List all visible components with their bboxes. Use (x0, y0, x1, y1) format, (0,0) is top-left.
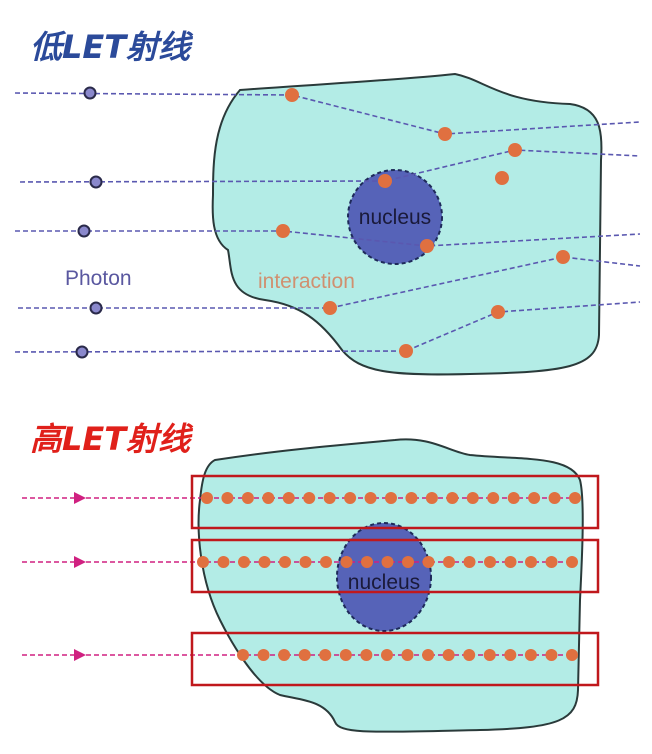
interaction-point (378, 174, 392, 188)
photon-marker (77, 224, 91, 238)
low-let-nucleus (347, 169, 443, 265)
interaction-point (276, 224, 290, 238)
ionization-point (566, 649, 578, 661)
low-let-nucleus-label: nucleus (359, 206, 431, 229)
ionization-point (524, 649, 537, 661)
ionization-point (364, 492, 377, 504)
ionization-point (241, 492, 254, 504)
ionization-point (238, 556, 250, 568)
ionization-point (361, 556, 373, 568)
ionization-point (545, 649, 558, 661)
ionization-point (298, 649, 311, 661)
interaction-point (420, 239, 434, 253)
ionization-point (504, 556, 517, 568)
high-let-nucleus (336, 522, 432, 632)
ionization-point (217, 556, 230, 568)
ionization-point (401, 649, 414, 661)
ionization-point (422, 556, 435, 568)
ionization-point (201, 492, 213, 504)
high-let-title: 高LET射线 (30, 420, 194, 458)
ionization-point (405, 492, 418, 504)
ionization-point (545, 556, 558, 568)
ionization-point (360, 649, 373, 661)
photon-tracks (14, 86, 641, 359)
ionization-point (278, 649, 291, 661)
photon-track (15, 230, 641, 247)
photon-track (14, 92, 641, 135)
photon-marker (89, 301, 103, 315)
ionization-point (282, 492, 295, 504)
ionization-point (385, 492, 397, 504)
ionization-point (507, 492, 520, 504)
photon-track (14, 301, 641, 353)
photon-marker (83, 86, 97, 100)
ionization-point (380, 649, 393, 661)
interaction-point (323, 301, 337, 315)
ionization-point (320, 556, 332, 568)
ionization-point (344, 492, 357, 504)
interaction-point (508, 143, 522, 157)
interaction-point (285, 88, 299, 102)
ionization-point (257, 649, 270, 661)
ionization-point (262, 492, 275, 504)
photon-marker (89, 175, 103, 189)
ionization-point (258, 556, 271, 568)
photon-label: Photon (65, 267, 132, 290)
ionization-point (197, 556, 209, 568)
interaction-point (399, 344, 413, 358)
ionization-point (463, 649, 476, 661)
ionization-point (303, 492, 316, 504)
ionization-point (525, 556, 537, 568)
highlight-box (190, 538, 600, 594)
ionization-point (221, 492, 234, 504)
ionization-point (339, 649, 352, 661)
ionization-point (487, 492, 500, 504)
ionization-point (569, 492, 581, 504)
low-let-title: 低LET射线 (30, 28, 194, 66)
photon-track (19, 149, 641, 183)
high-let-nucleus-label: nucleus (348, 571, 420, 594)
ionization-point (443, 556, 455, 568)
ionization-point (528, 492, 541, 504)
ionization-point (446, 492, 459, 504)
ionization-point (402, 556, 414, 568)
ionization-point (548, 492, 561, 504)
ionization-point (483, 649, 496, 661)
interaction-point (495, 171, 509, 185)
ionization-point (422, 649, 435, 661)
photon-track (18, 256, 641, 309)
ionization-point (323, 492, 336, 504)
interaction-point (556, 250, 570, 264)
highlight-box (190, 631, 600, 687)
ionization-point (299, 556, 312, 568)
ionization-point (466, 492, 479, 504)
high-let-tracks (22, 474, 600, 687)
ionization-point (340, 556, 353, 568)
ionization-point (237, 649, 249, 661)
ionization-point (381, 556, 394, 568)
interaction-label: interaction (258, 270, 355, 293)
ionization-point (425, 492, 438, 504)
highlight-box (190, 474, 600, 530)
arrow-icon (74, 556, 86, 568)
photon-marker (75, 345, 89, 359)
ionization-point (504, 649, 517, 661)
arrow-icon (74, 649, 86, 661)
interaction-point (491, 305, 505, 319)
ionization-point (319, 649, 332, 661)
ionization-point (484, 556, 496, 568)
arrow-icon (74, 492, 86, 504)
interaction-point (438, 127, 452, 141)
ionization-point (566, 556, 578, 568)
ionization-point (279, 556, 291, 568)
ionization-point (442, 649, 455, 661)
ionization-point (463, 556, 476, 568)
